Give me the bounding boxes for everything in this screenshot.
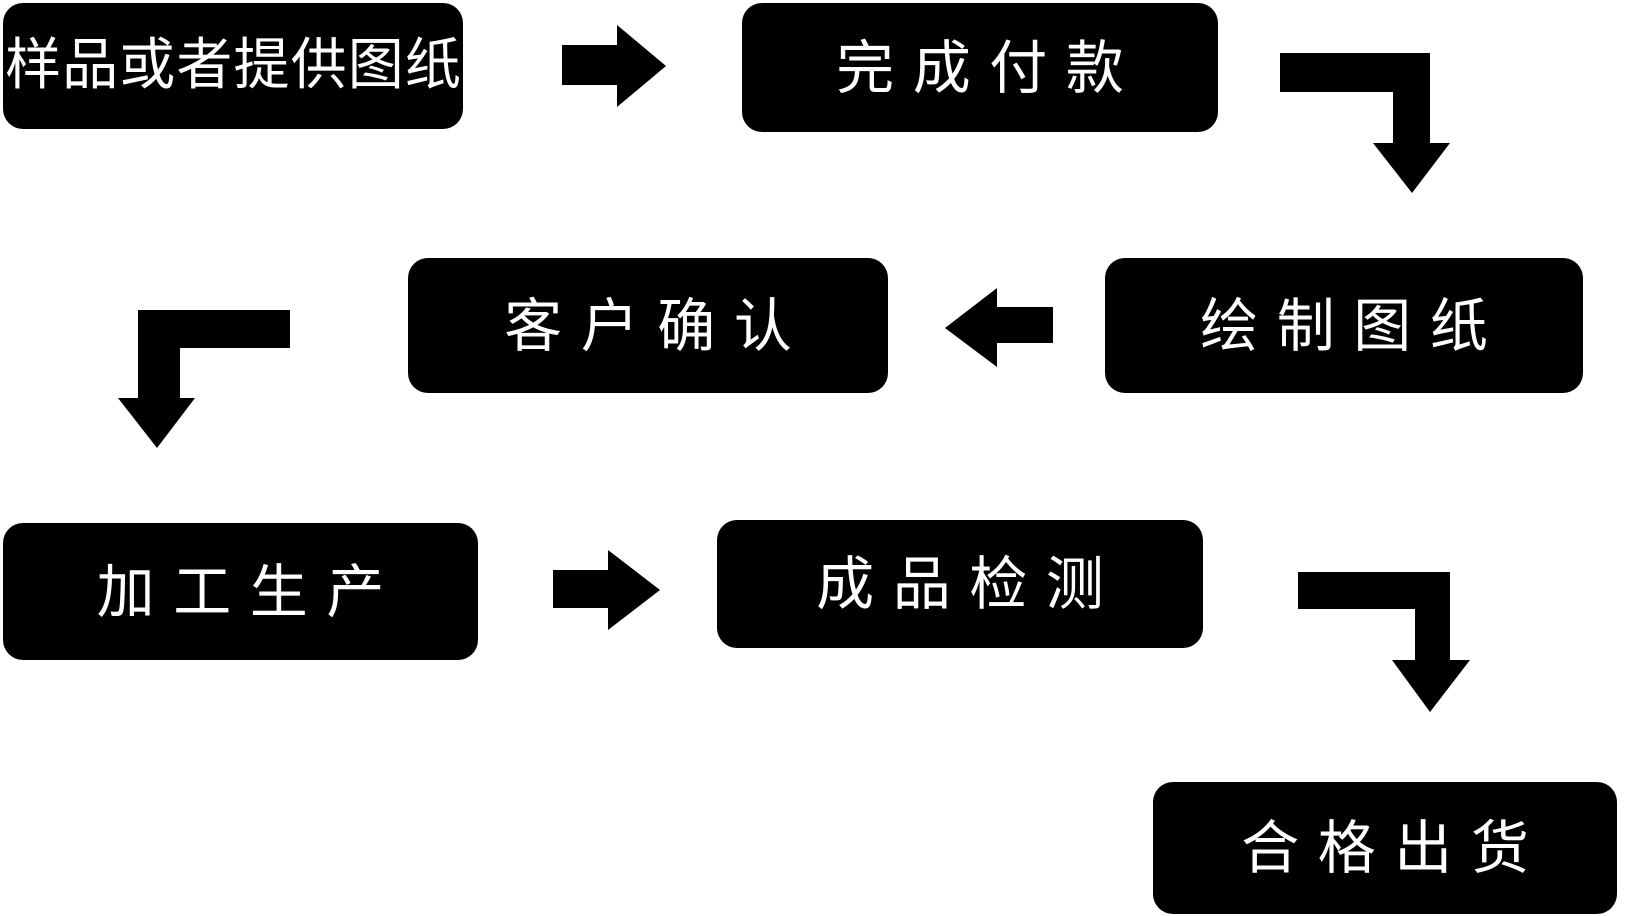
flow-node-label: 成品检测 — [816, 550, 1123, 618]
flow-node-customer-confirmation: 客户确认 — [408, 258, 888, 393]
flow-node-label: 加工生产 — [96, 557, 403, 626]
flow-node-label: 完成付款 — [836, 33, 1143, 102]
flow-node-sample-or-drawings: 样品或者提供图纸 — [3, 3, 463, 129]
elbow-down-arrow-icon — [1280, 53, 1450, 193]
left-arrow-icon — [945, 288, 1053, 367]
flow-node-qualified-shipment: 合格出货 — [1153, 782, 1617, 914]
flow-node-label: 客户确认 — [504, 291, 811, 360]
flow-node-draw-drawings: 绘制图纸 — [1105, 258, 1583, 393]
flow-node-label: 样品或者提供图纸 — [5, 33, 463, 98]
elbow-down-arrow-icon — [118, 310, 290, 448]
flow-node-label: 合格出货 — [1241, 814, 1548, 882]
flow-node-complete-payment: 完成付款 — [742, 3, 1218, 132]
right-arrow-icon — [562, 25, 666, 107]
flow-node-product-inspection: 成品检测 — [717, 520, 1203, 648]
right-arrow-icon — [553, 550, 660, 630]
flow-node-processing-production: 加工生产 — [3, 523, 478, 660]
flow-node-label: 绘制图纸 — [1200, 291, 1507, 360]
elbow-down-arrow-icon — [1298, 572, 1470, 712]
